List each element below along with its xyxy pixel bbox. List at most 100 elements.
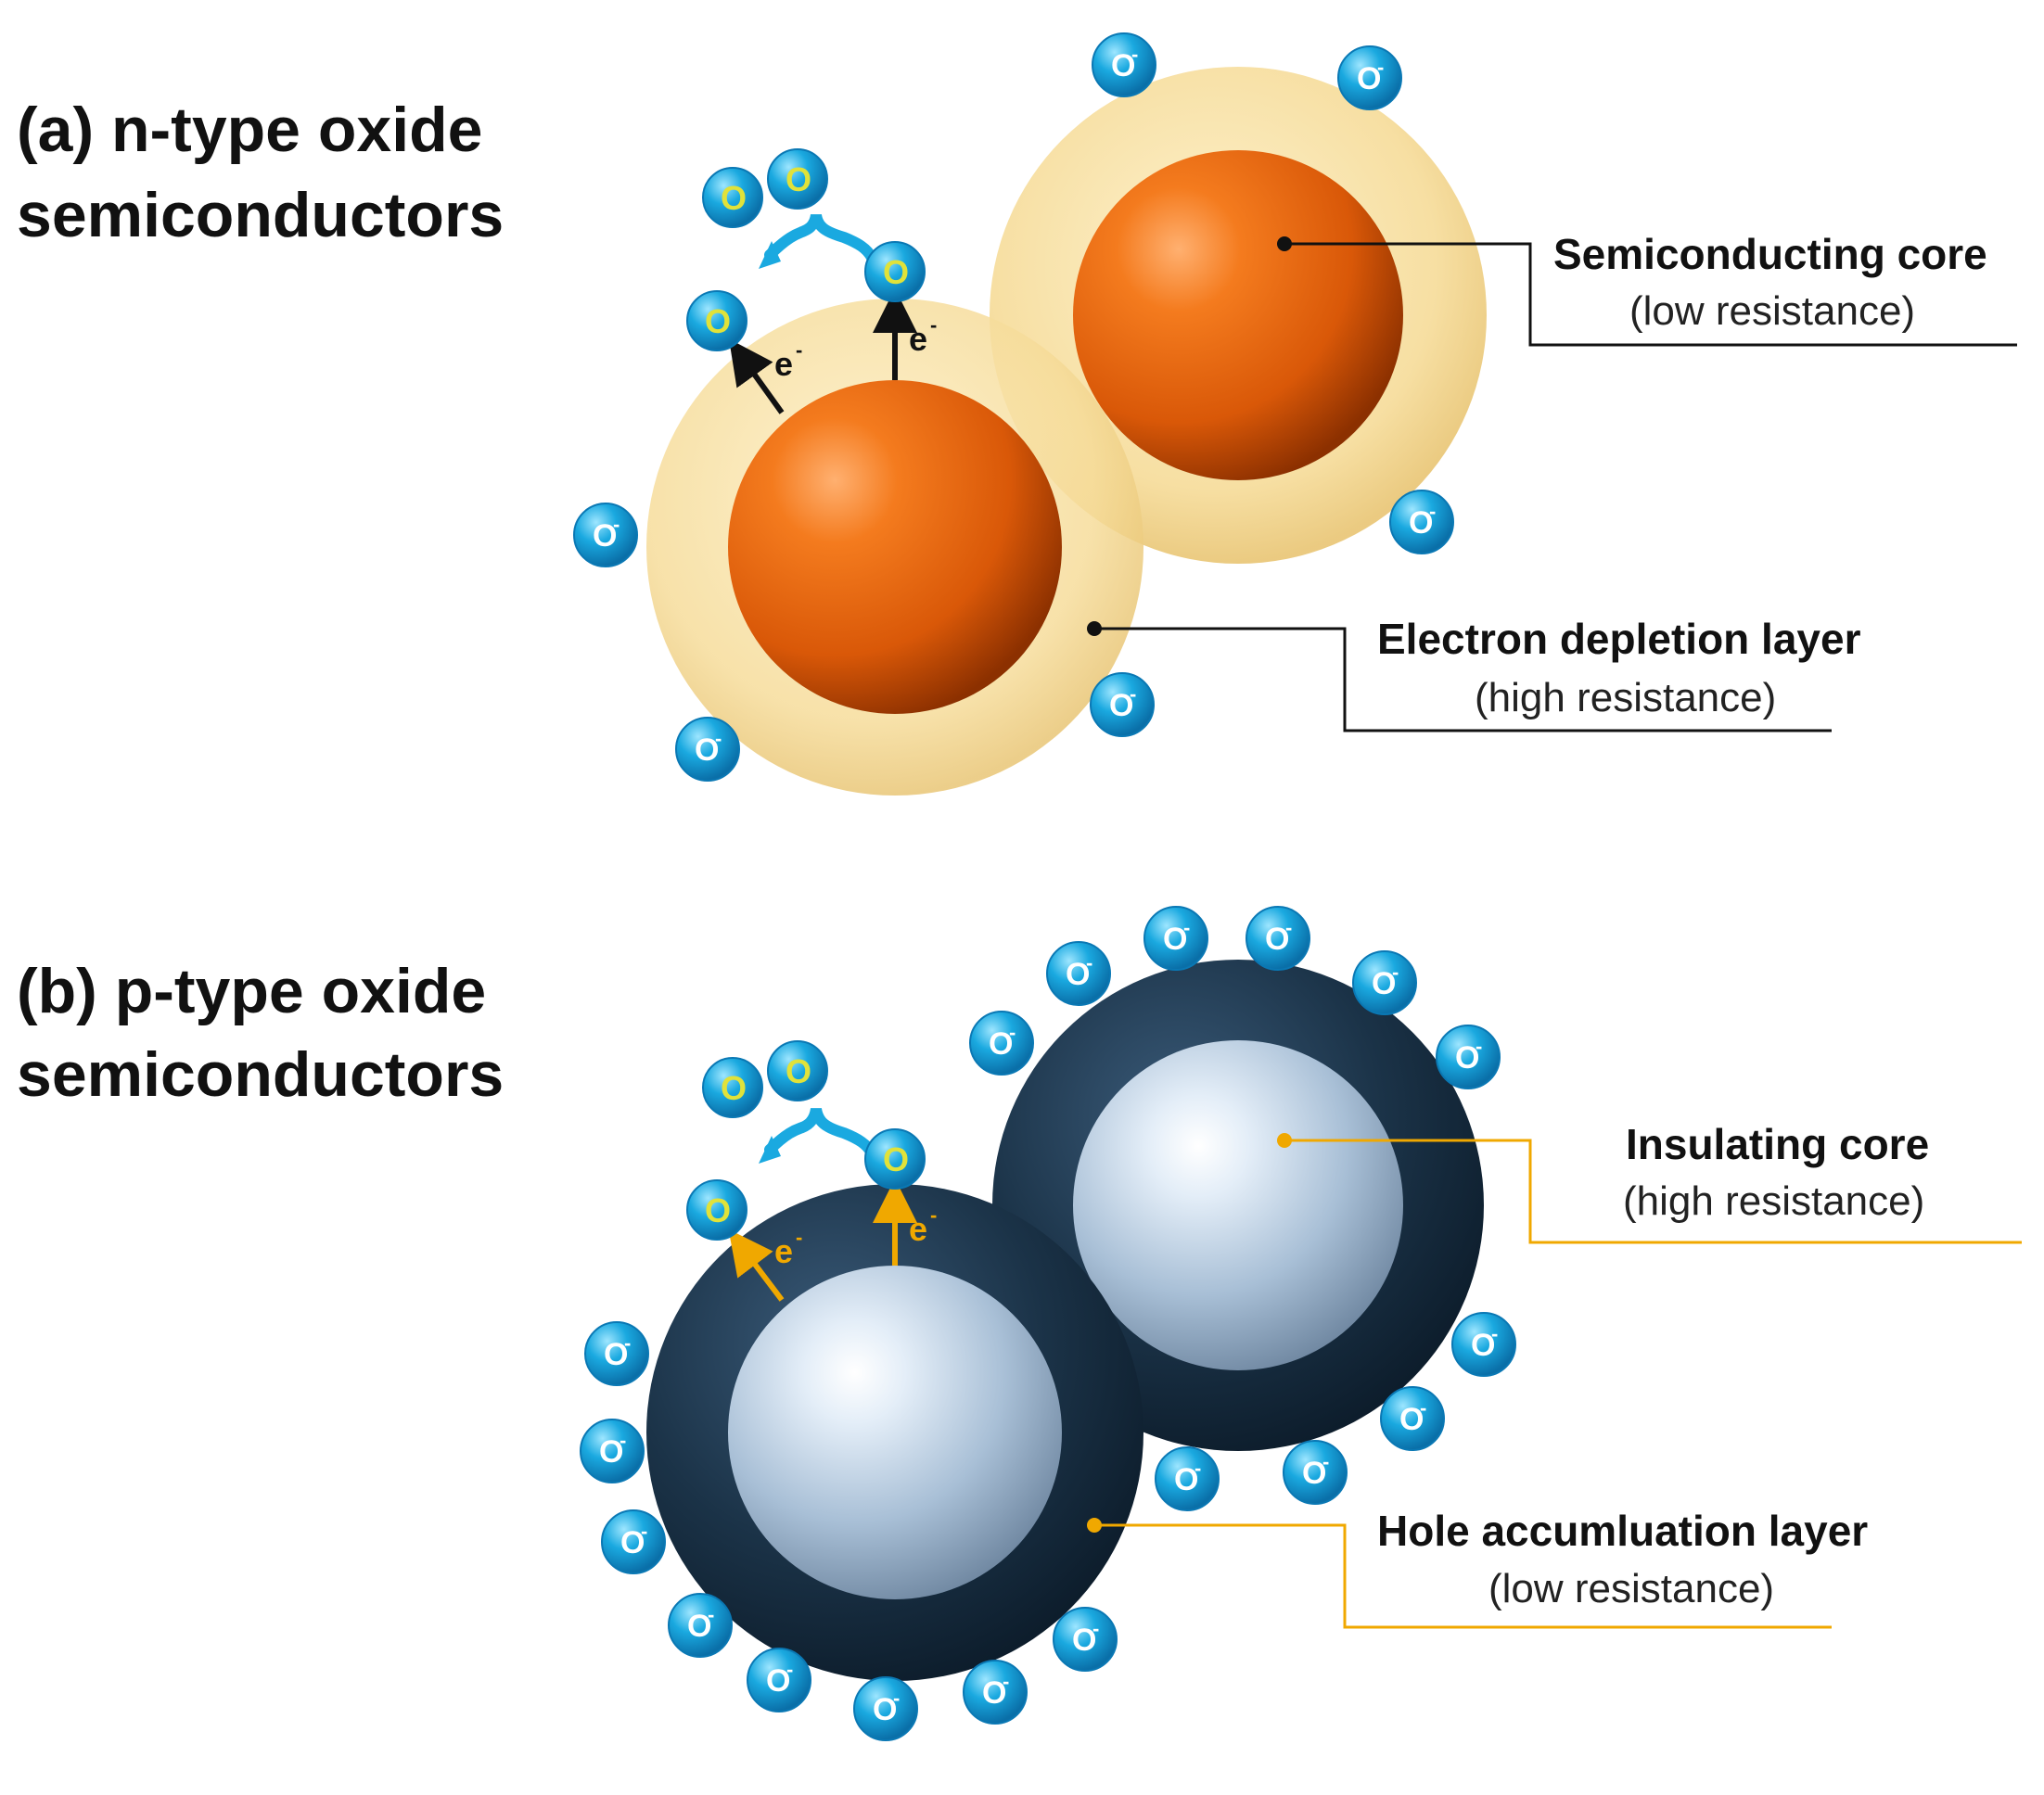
svg-text:O: O [705,302,731,340]
leader-layer-a [1087,621,1832,732]
svg-text:O: O [721,1069,747,1107]
panel-b-heading-line2: semiconductors [17,1039,504,1110]
oxygen-ion-a-5: O- [675,717,740,782]
svg-text:-: - [708,1603,714,1626]
oxygen-ion-b-7: O- [1451,1312,1516,1377]
svg-text:O: O [705,1191,731,1229]
svg-text:O: O [1357,61,1381,96]
svg-text:-: - [796,1226,802,1249]
svg-text:-: - [1009,1021,1016,1044]
electron-depletion-sublabel: (high resistance) [1475,675,1776,720]
oxygen-ion-b-1: O- [1046,941,1111,1006]
svg-text:O: O [1174,1462,1198,1497]
semiconducting-core-label: Semiconducting core [1553,230,1987,278]
oxygen-ion-b-4: O- [1352,950,1417,1015]
electron-label-a2: e - [909,313,937,358]
svg-text:O: O [982,1675,1006,1711]
oxygen-ion-b-13: O- [601,1509,666,1574]
svg-text:-: - [1130,682,1136,706]
svg-text:e: e [774,1232,793,1270]
svg-text:-: - [1003,1670,1009,1693]
oxygen-ion-b-8: O- [1380,1386,1445,1451]
oxygen-atom-a-4: O [686,290,747,351]
svg-text:-: - [715,727,722,750]
svg-text:O: O [989,1026,1013,1062]
dissociation-arrowhead-a [759,241,781,269]
oxygen-ion-a-1: O- [1092,32,1156,97]
oxygen-ion-a-6: O- [1090,672,1155,737]
oxygen-ion-b-5: O- [1436,1025,1501,1089]
svg-text:-: - [1092,1617,1099,1640]
insulating-core-left [728,1266,1062,1599]
svg-text:O: O [1455,1040,1479,1076]
svg-text:-: - [930,1203,937,1227]
svg-text:O: O [1072,1623,1096,1658]
oxygen-atom-a-2: O [767,148,828,210]
panel-b-heading-line1: (b) p-type oxide [17,956,486,1026]
svg-text:-: - [1420,1396,1426,1419]
oxygen-ion-b-3: O- [1246,906,1310,971]
svg-text:O: O [620,1525,645,1560]
oxygen-molecules-b: O O O O [686,1040,926,1241]
svg-text:-: - [796,338,802,362]
svg-text:e: e [774,345,793,383]
svg-text:O: O [593,518,617,554]
p-type-particle-left [646,1184,1143,1681]
svg-text:e: e [909,320,927,358]
svg-text:O: O [766,1663,790,1699]
oxygen-ion-b-17: O- [963,1660,1028,1725]
oxygen-ion-b-11: O- [584,1321,649,1386]
oxygen-ion-a-2: O- [1337,45,1402,110]
oxygen-ion-a-4: O- [1389,490,1454,554]
svg-text:O: O [1372,966,1396,1001]
svg-text:-: - [1322,1450,1329,1473]
svg-text:-: - [1476,1035,1482,1058]
n-type-particle-left [646,299,1143,796]
svg-text:O: O [604,1337,628,1372]
oxygen-atom-b-1: O [702,1057,763,1118]
svg-text:-: - [1086,951,1092,974]
svg-text:O: O [786,160,811,198]
svg-text:-: - [624,1331,631,1355]
dissociation-bracket-b [764,1107,877,1159]
semiconducting-core-left [728,380,1062,714]
dissociation-bracket-a [764,213,877,263]
oxygen-ion-b-6: O- [969,1011,1034,1076]
svg-text:O: O [1471,1328,1495,1363]
svg-text:-: - [1392,961,1399,984]
insulating-core-sublabel: (high resistance) [1623,1178,1924,1224]
svg-text:-: - [786,1658,793,1681]
svg-text:O: O [1163,922,1187,957]
electron-label-b1: e - [774,1226,802,1270]
panel-a-heading-line1: (a) n-type oxide [17,95,483,165]
semiconducting-core-right [1073,150,1403,480]
leader-core-b [1277,1133,2022,1244]
oxygen-ion-a-3: O- [573,503,638,567]
semiconducting-core-sublabel: (low resistance) [1629,288,1915,334]
svg-text:-: - [893,1687,900,1710]
svg-text:-: - [930,313,937,337]
svg-text:-: - [1377,56,1384,79]
svg-text:O: O [1265,922,1289,957]
svg-text:-: - [613,513,620,536]
svg-text:O: O [873,1692,897,1727]
svg-text:-: - [1491,1322,1498,1345]
leader-core-a [1277,236,2017,347]
oxygen-atom-b-3: O [864,1128,926,1190]
svg-text:-: - [1285,916,1292,939]
svg-text:O: O [599,1434,623,1470]
oxygen-atom-a-3: O [864,241,926,302]
insulating-core-right [1073,1040,1403,1370]
svg-text:O: O [786,1052,811,1090]
svg-text:O: O [1109,688,1133,723]
electron-label-b2: e - [909,1203,937,1248]
oxygen-ion-b-16: O- [853,1676,918,1741]
oxygen-atom-b-4: O [686,1179,747,1241]
oxygen-ion-b-14: O- [668,1593,733,1658]
svg-text:O: O [883,253,909,291]
oxygen-ion-b-18: O- [1053,1607,1118,1672]
electron-arrow-b1 [728,1228,785,1302]
